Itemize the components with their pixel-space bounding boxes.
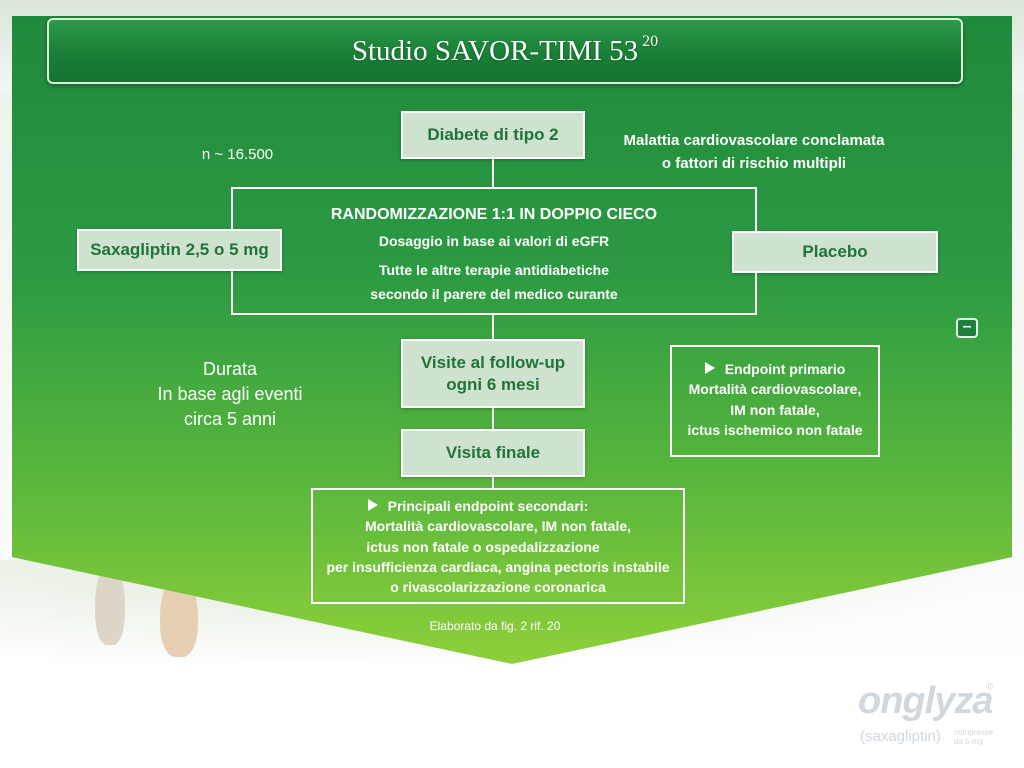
primary-endpoint-title: Endpoint primario bbox=[724, 361, 846, 377]
connector-line bbox=[492, 476, 494, 490]
logo-brand: onglyza bbox=[858, 680, 993, 722]
connector-line bbox=[492, 406, 494, 430]
title-reference: 20 bbox=[642, 32, 659, 50]
therapy-note: secondo il parere del medico curante bbox=[370, 285, 618, 302]
secondary-endpoints-title: Principali endpoint secondari: bbox=[387, 498, 589, 514]
population-box: Diabete di tipo 2 bbox=[401, 111, 585, 159]
logo-dose-line: compresse bbox=[954, 728, 994, 737]
secondary-endpoint-line: ictus non fatale o ospedalizzazione bbox=[366, 538, 600, 555]
logo-generic-name: (saxagliptin) bbox=[860, 728, 941, 745]
connector-line bbox=[492, 158, 494, 188]
treatment-arm-label: Saxagliptin 2,5 o 5 mg bbox=[90, 240, 269, 259]
logo-dose-line: da 5 mg bbox=[954, 737, 983, 746]
secondary-endpoint-line: per insufficienza cardiaca, angina pecto… bbox=[326, 558, 670, 575]
duration-line: Durata bbox=[202, 359, 258, 379]
secondary-endpoints-box: Principali endpoint secondari: Mortalità… bbox=[311, 488, 685, 604]
followup-box: Visite al follow-up ogni 6 mesi bbox=[401, 339, 585, 408]
randomization-title: RANDOMIZZAZIONE 1:1 IN DOPPIO CIECO bbox=[330, 206, 658, 223]
logo-dose: compresse da 5 mg bbox=[954, 728, 1004, 746]
followup-line: Visite al follow-up bbox=[420, 353, 566, 373]
secondary-endpoints-text: Principali endpoint secondari: Mortalità… bbox=[313, 496, 683, 597]
final-visit-box: Visita finale bbox=[401, 429, 585, 477]
secondary-endpoint-line: o rivascolarizzazione coronarica bbox=[390, 579, 606, 596]
placebo-arm-label: Placebo bbox=[802, 242, 868, 261]
connector-line bbox=[492, 314, 494, 340]
minus-icon[interactable]: – bbox=[956, 318, 978, 338]
duration-line: In base agli eventi bbox=[157, 384, 303, 405]
source-note: Elaborato da fig. 2 rif. 20 bbox=[429, 619, 561, 633]
inclusion-criteria: Malattia cardiovascolare conclamata o fa… bbox=[604, 130, 904, 175]
study-duration: Durata In base agli eventi circa 5 anni bbox=[130, 357, 330, 433]
placebo-arm-box: Placebo bbox=[732, 231, 938, 273]
dosing-note: Dosaggio in base ai valori di eGFR bbox=[378, 233, 610, 250]
criteria-line: o fattori di rischio multipli bbox=[661, 154, 847, 172]
population-label: Diabete di tipo 2 bbox=[427, 125, 559, 144]
triangle-right-icon bbox=[704, 362, 715, 374]
treatment-arm-box: Saxagliptin 2,5 o 5 mg bbox=[77, 229, 282, 271]
primary-endpoint-line: ictus ischemico non fatale bbox=[687, 421, 863, 438]
sample-size: n ~ 16.500 bbox=[201, 146, 274, 163]
primary-endpoint-line: Mortalità cardiovascolare, bbox=[688, 381, 862, 398]
triangle-right-icon bbox=[367, 499, 378, 511]
duration-line: circa 5 anni bbox=[183, 409, 277, 430]
primary-endpoint-line: IM non fatale, bbox=[730, 401, 820, 418]
primary-endpoint-box: Endpoint primario Mortalità cardiovascol… bbox=[670, 345, 880, 457]
followup-line: ogni 6 mesi bbox=[446, 374, 540, 394]
onglyza-logo: onglyza ® (saxagliptin) compresse da 5 m… bbox=[858, 680, 1008, 760]
criteria-line: Malattia cardiovascolare conclamata bbox=[623, 132, 885, 149]
logo-registered: ® bbox=[986, 682, 994, 693]
randomization-block: RANDOMIZZAZIONE 1:1 IN DOPPIO CIECO Dosa… bbox=[233, 202, 755, 306]
therapy-note: Tutte le altre terapie antidiabetiche bbox=[378, 262, 610, 279]
final-visit-label: Visita finale bbox=[445, 443, 541, 462]
primary-endpoint-text: Endpoint primario Mortalità cardiovascol… bbox=[672, 359, 878, 440]
secondary-endpoint-line: Mortalità cardiovascolare, IM non fatale… bbox=[364, 518, 632, 535]
